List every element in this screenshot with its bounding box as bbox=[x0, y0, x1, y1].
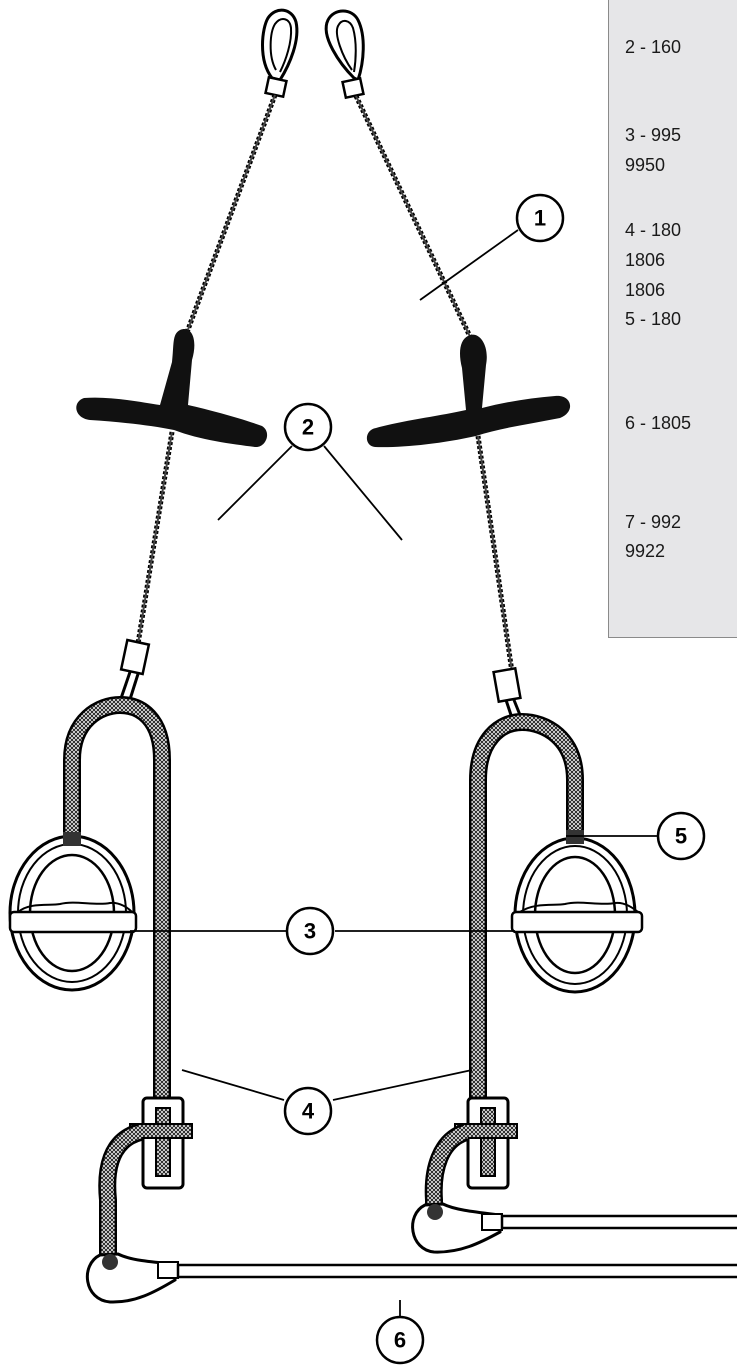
part-3-line-2: 9950 bbox=[625, 155, 666, 175]
callout-6-number: 6 bbox=[394, 1328, 406, 1353]
left-crimp-sleeve bbox=[264, 75, 288, 99]
callout-4: 4 bbox=[283, 1086, 333, 1136]
part-6-line-1: 6 - 1805 bbox=[625, 413, 692, 433]
left-top-loop bbox=[261, 8, 299, 82]
right-buckle bbox=[454, 1096, 518, 1190]
right-cable-assembly bbox=[324, 9, 737, 1254]
right-snap-hook bbox=[411, 1202, 503, 1254]
callout-3: 3 bbox=[285, 906, 335, 956]
callout-3-number: 3 bbox=[304, 919, 316, 944]
left-snap-hook bbox=[85, 1252, 179, 1304]
callout-leaders bbox=[130, 229, 658, 1338]
left-stirrup bbox=[8, 832, 138, 992]
part-4-line-3: 1806 bbox=[625, 280, 666, 300]
callout-5: 5 bbox=[656, 811, 706, 861]
right-t-handle bbox=[366, 334, 571, 448]
parts-list-panel: 2 - 160 3 - 995 9950 4 - 180 1806 1806 5… bbox=[608, 0, 737, 638]
callout-6: 6 bbox=[375, 1315, 425, 1365]
right-crimp-sleeve bbox=[341, 76, 365, 100]
left-t-handle bbox=[76, 329, 268, 448]
upper-bar bbox=[500, 1214, 737, 1230]
left-cable-assembly bbox=[8, 8, 737, 1304]
right-stirrup bbox=[510, 830, 644, 994]
callout-1-number: 1 bbox=[534, 206, 546, 231]
part-3-line-1: 3 - 995 bbox=[625, 125, 682, 145]
callout-5-number: 5 bbox=[675, 824, 687, 849]
callout-4-number: 4 bbox=[302, 1099, 315, 1124]
part-2-line-1: 2 - 160 bbox=[625, 37, 682, 57]
left-lower-sleeve bbox=[119, 638, 151, 676]
callout-2-number: 2 bbox=[302, 415, 314, 440]
lower-bar bbox=[176, 1263, 737, 1279]
part-5-line-1: 5 - 180 bbox=[625, 309, 682, 329]
right-lower-sleeve bbox=[492, 666, 522, 704]
left-buckle bbox=[129, 1096, 193, 1190]
callout-2: 2 bbox=[283, 402, 333, 452]
part-7-line-1: 7 - 992 bbox=[625, 512, 682, 532]
callout-1: 1 bbox=[515, 193, 565, 243]
part-4-line-2: 1806 bbox=[625, 250, 666, 270]
part-7-line-2: 9922 bbox=[625, 541, 666, 561]
part-4-line-1: 4 - 180 bbox=[625, 220, 682, 240]
